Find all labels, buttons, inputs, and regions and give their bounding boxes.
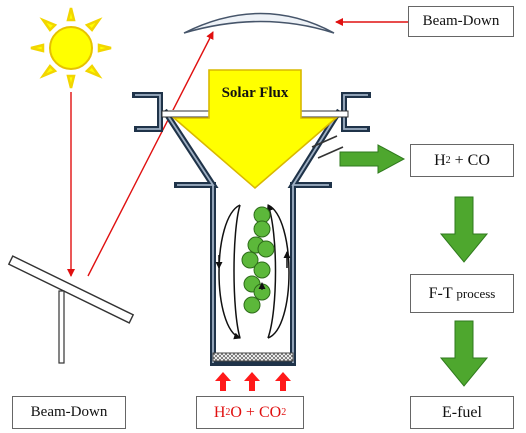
particles [241, 206, 275, 314]
beam-down-label-bottom: Beam-Down [12, 396, 126, 429]
beam-down-label-top: Beam-Down [408, 6, 514, 37]
syngas-h: H [434, 151, 446, 169]
syngas-h-sub: 2 [445, 155, 451, 166]
solar-flux-arrow: Solar Flux [171, 69, 339, 190]
feed-h: H [213, 403, 226, 421]
particle [241, 251, 259, 269]
ft-process-box: F-T process [410, 274, 514, 313]
inlet-arrow [215, 372, 231, 391]
beam-down-text-top: Beam-Down [422, 13, 500, 29]
inlet-arrow [275, 372, 291, 391]
heliostat [7, 255, 135, 364]
syngas-rest: + CO [450, 151, 490, 169]
feed-co2-sub: 2 [281, 407, 287, 418]
ft-small: process [456, 285, 496, 301]
particle [243, 296, 261, 314]
process-arrows [339, 144, 489, 387]
particle [253, 220, 271, 238]
solar-flux-label: Solar Flux [222, 85, 289, 101]
particle [257, 240, 275, 258]
feed-h-sub: 2 [225, 407, 231, 418]
arrow-to-efuel [439, 320, 489, 387]
efuel-box: E-fuel [410, 396, 514, 429]
porous-distributor [212, 352, 294, 362]
ft-main: F-T [428, 284, 457, 302]
beam-down-mirror [183, 12, 335, 34]
circulation-arrows [215, 204, 291, 340]
particle [253, 261, 271, 279]
beam-down-text-bottom: Beam-Down [30, 404, 108, 420]
arrow-to-ft [439, 196, 489, 263]
sun-icon [30, 7, 112, 89]
inlet-arrow [244, 372, 260, 391]
syngas-outlet-arrow [339, 144, 406, 174]
light-rays [67, 18, 408, 277]
efuel-text: E-fuel [442, 403, 482, 421]
feed-inlet-arrows [215, 372, 291, 391]
ray-heliostat-to-mirror [87, 31, 214, 277]
feed-mid: O + CO [230, 403, 282, 421]
